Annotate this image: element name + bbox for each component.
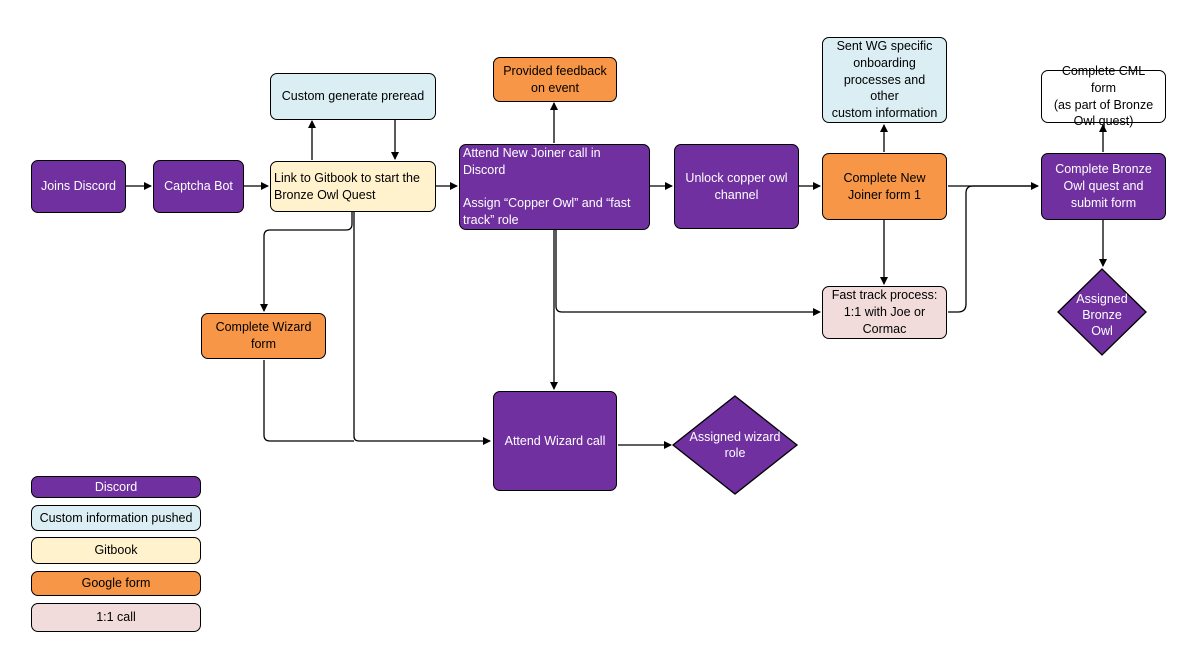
provided-feedback-node: Provided feedback on event [493, 57, 617, 102]
attend-new-joiner-label: Attend New Joiner call in Discord Assign… [463, 146, 631, 227]
assigned-bronze-owl-label: Assigned Bronze Owl [1076, 291, 1128, 339]
fast-track-process-label: Fast track process: 1:1 with Joe or Corm… [831, 288, 938, 336]
complete-new-joiner-form-node: Complete New Joiner form 1 [822, 153, 947, 220]
legend-google-form: Google form [31, 571, 201, 596]
assigned-bronze-owl: Assigned Bronze Owl [1062, 290, 1142, 340]
provided-feedback-label: Provided feedback on event [503, 63, 607, 95]
arrow-gitbook-to-wizardcall [353, 212, 491, 445]
arrow-wizardform-to-wizardcall [263, 360, 354, 442]
legend-custom-information: Custom information pushed [31, 505, 201, 531]
legend-discord: Discord [31, 476, 201, 498]
captcha-bot-node: Captcha Bot [153, 160, 244, 213]
assigned-wizard-role: Assigned wizard role [680, 420, 790, 470]
assigned-wizard-diamond [671, 395, 799, 495]
complete-cml-form-node: Complete CML form (as part of Bronze Owl… [1041, 64, 1166, 128]
fast-track-process-node: Fast track process: 1:1 with Joe or Corm… [822, 286, 947, 339]
legend-one-to-one-call: 1:1 call [31, 603, 201, 632]
arrow-gitbook-to-wizardform [260, 212, 353, 312]
joins-discord-label: Joins Discord [40, 179, 117, 194]
legend-discord-label: Discord [94, 479, 138, 494]
attend-wizard-call-label: Attend Wizard call [504, 433, 606, 448]
complete-wizard-form-label: Complete Wizard form [215, 320, 312, 351]
complete-new-joiner-form-label: Complete New Joiner form 1 [843, 170, 926, 202]
complete-bronze-owl-node: Complete Bronze Owl quest and submit for… [1041, 153, 1166, 220]
sent-wg-specific-node: Sent WG specific onboarding processes an… [822, 37, 947, 123]
assigned-wizard-role-label: Assigned wizard role [689, 429, 781, 460]
link-gitbook-label: Link to Gitbook to start the Bronze Owl … [274, 170, 420, 202]
unlock-copper-owl-label: Unlock copper owl channel [685, 170, 788, 202]
legend-custom-information-label: Custom information pushed [39, 510, 193, 525]
captcha-bot-label: Captcha Bot [164, 179, 233, 194]
legend-one-to-one-call-label: 1:1 call [96, 610, 136, 625]
assigned-bronze-diamond [1057, 268, 1147, 356]
attend-wizard-call-node: Attend Wizard call [493, 391, 617, 491]
complete-bronze-owl-label: Complete Bronze Owl quest and submit for… [1055, 162, 1152, 210]
arrow-newjoiner-to-fasttrack [555, 230, 821, 316]
legend-gitbook-label: Gitbook [94, 543, 138, 558]
legend-gitbook: Gitbook [31, 537, 201, 564]
unlock-copper-owl-node: Unlock copper owl channel [674, 144, 799, 229]
complete-wizard-form-node: Complete Wizard form [201, 313, 326, 359]
custom-preread-node: Custom generate preread [270, 73, 436, 120]
legend-google-form-label: Google form [81, 576, 151, 591]
complete-cml-form-label: Complete CML form (as part of Bronze Owl… [1053, 63, 1154, 129]
arrow-fasttrack-to-bronze [948, 185, 1038, 313]
joins-discord-node: Joins Discord [31, 160, 126, 213]
sent-wg-specific-label: Sent WG specific onboarding processes an… [831, 38, 938, 121]
attend-new-joiner-node: Attend New Joiner call in Discord Assign… [459, 144, 650, 230]
link-gitbook-node: Link to Gitbook to start the Bronze Owl … [270, 161, 436, 212]
custom-preread-label: Custom generate preread [281, 89, 425, 104]
